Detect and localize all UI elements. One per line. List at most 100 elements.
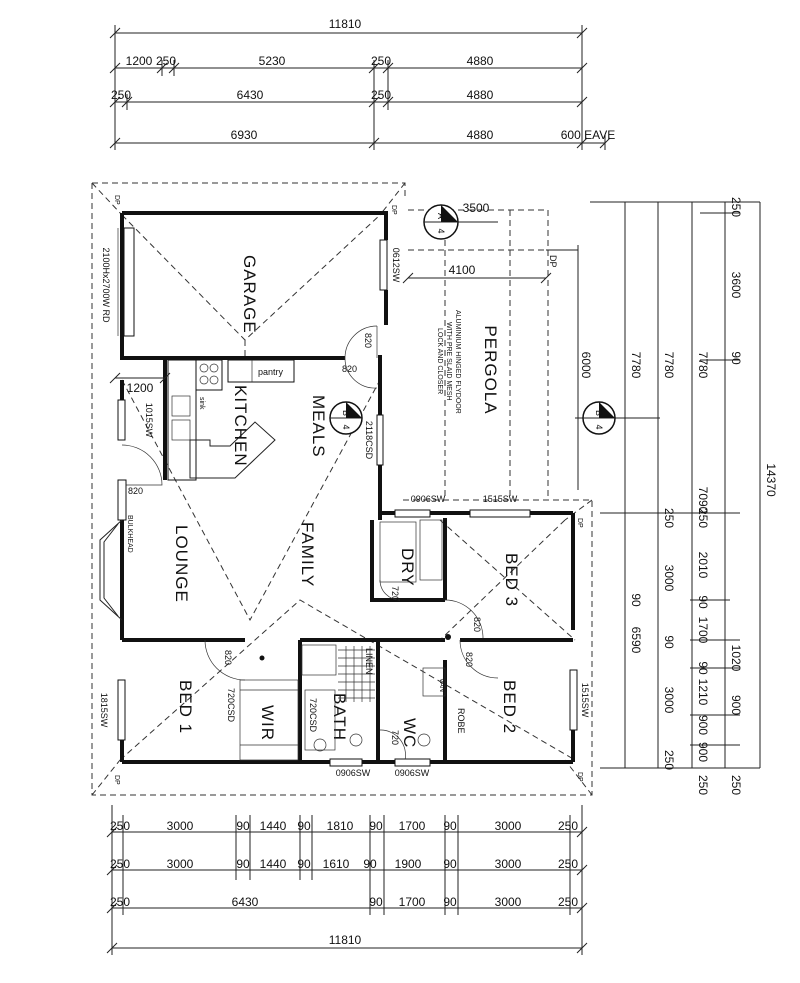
- section-marker-b-meals: B 4: [329, 401, 363, 435]
- dim-label: 90: [443, 895, 457, 909]
- note-line: LOCK AND CLOSER: [436, 328, 443, 394]
- dp-marker: DP: [390, 205, 397, 215]
- bed1-label: BED 1: [176, 680, 195, 734]
- dim-label: 250: [110, 857, 130, 871]
- pantry-label: pantry: [258, 367, 284, 377]
- right-dimension-lines: [590, 201, 761, 769]
- dim-label: 3600: [729, 272, 743, 299]
- robe-label: ROBE: [456, 708, 466, 734]
- bottom-dims-row3: 250 6430 90 1700 90 3000 250: [110, 895, 578, 909]
- window-1015: [117, 399, 126, 441]
- dim-label: 900: [696, 715, 710, 735]
- window-label: 1815SW: [99, 693, 109, 728]
- section-sheet: 4: [341, 424, 351, 429]
- top-dimension-lines: [109, 25, 611, 150]
- pergola-width-dim: 3500: [463, 201, 490, 215]
- dim-label: 3000: [495, 857, 522, 871]
- dim-label: 3000: [495, 819, 522, 833]
- dim-label: 3000: [495, 895, 522, 909]
- dim-label: 1440: [260, 819, 287, 833]
- door-label: 720CSD: [308, 698, 318, 733]
- dim-label: 90: [369, 819, 383, 833]
- dim-label: 1440: [260, 857, 287, 871]
- dim-label: 90: [696, 661, 710, 675]
- dim-label: 90: [363, 857, 377, 871]
- window-label: 0906SW: [411, 494, 446, 504]
- section-letter: B: [341, 410, 351, 416]
- dim-label: 250: [662, 750, 676, 770]
- overall-height-dim: 14370: [764, 463, 778, 497]
- dim-label: 250: [156, 54, 176, 68]
- window-label: 0906SW: [336, 768, 371, 778]
- dim-label: 7780: [662, 352, 676, 379]
- door-swing-garage: [344, 325, 378, 359]
- dim-label: 250: [371, 88, 391, 102]
- dim-label: 3000: [167, 857, 194, 871]
- dim-label: 250: [729, 775, 743, 795]
- window-label: 1515SW: [483, 494, 518, 504]
- dim-label: 250: [696, 775, 710, 795]
- door-label: 820: [472, 617, 482, 632]
- bulkhead-label: BULKHEAD: [126, 515, 133, 553]
- dim-label: 3000: [662, 687, 676, 714]
- door-swing-bed1: [204, 639, 246, 681]
- tile-floor: [338, 646, 375, 702]
- dim-label: 90: [297, 819, 311, 833]
- toilet: [417, 733, 431, 747]
- kitchen-fixtures: [167, 359, 295, 481]
- bay-window: [99, 519, 123, 621]
- top-dims-row3: 6930 4880 600 EAVE: [231, 128, 616, 142]
- van-label: VAN: [438, 678, 445, 692]
- window-1815: [117, 679, 126, 741]
- dim-label: 900: [696, 742, 710, 762]
- pergola-note: ALUMINIUM HINGED FLYDOOR WITH PRE SLAID …: [436, 310, 461, 414]
- door-swing-bed3: [444, 599, 484, 639]
- top-overall-dim: 11810: [329, 17, 362, 31]
- dim-label: 4880: [467, 88, 494, 102]
- meals-label: MEALS: [309, 395, 328, 458]
- dim-label: 6430: [237, 88, 264, 102]
- bathtub: [304, 689, 336, 751]
- dim-label: 250: [662, 508, 676, 528]
- garage-roller-door: [117, 227, 135, 337]
- dim-label: 1700: [696, 617, 710, 644]
- kitchen-label: KITCHEN: [231, 385, 250, 467]
- garage-door-label: 2100Hx2700W RD: [101, 247, 111, 323]
- dim-label: 2010: [696, 552, 710, 579]
- dim-label: 900: [729, 695, 743, 715]
- bed3-label: BED 3: [502, 553, 521, 607]
- door-label: 820: [342, 364, 357, 374]
- wir-label: WIR: [258, 705, 277, 741]
- dp-marker: DP: [113, 775, 120, 785]
- door-label: 820: [363, 333, 373, 348]
- dim-label: 1900: [395, 857, 422, 871]
- lounge-label: LOUNGE: [172, 525, 191, 603]
- dim-label: 250: [110, 819, 130, 833]
- dim-label: 1700: [399, 819, 426, 833]
- dim-label: 7780: [629, 352, 643, 379]
- dim-label: 1810: [327, 819, 354, 833]
- dim-label: 250: [558, 819, 578, 833]
- dim-label: 1020: [729, 645, 743, 672]
- dp-marker: DP: [576, 772, 583, 782]
- pergola-inner-dim: 4100: [449, 263, 476, 277]
- dim-label: 4880: [467, 54, 494, 68]
- window-label: 1515SW: [580, 683, 590, 718]
- wc-label: WC: [400, 718, 419, 748]
- dim-label: 90: [297, 857, 311, 871]
- dim-label: 90: [443, 857, 457, 871]
- window-0906-top: [394, 509, 431, 518]
- dim-label: 5230: [259, 54, 286, 68]
- dim-label: 250: [558, 895, 578, 909]
- dim-1200: 1200: [127, 381, 154, 395]
- bottom-dimension-lines: [106, 805, 588, 955]
- wir-robe: [239, 679, 299, 761]
- dim-label: 90: [236, 819, 250, 833]
- section-letter: B: [594, 410, 604, 416]
- window-label: 0906SW: [395, 768, 430, 778]
- window-0906-bottom: [329, 758, 363, 767]
- dim-label: 250: [696, 508, 710, 528]
- dp-marker: DP: [113, 195, 120, 205]
- door-label: 720: [390, 730, 400, 745]
- door-label: 820: [128, 486, 143, 496]
